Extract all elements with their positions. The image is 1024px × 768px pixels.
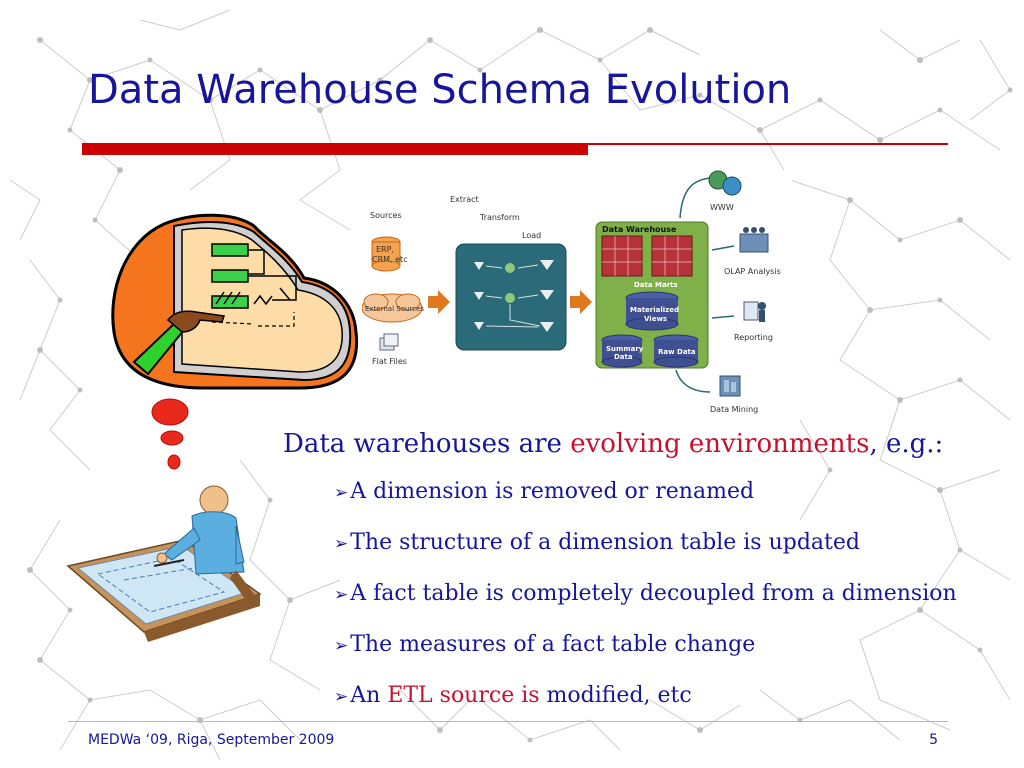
arrow-bullet-icon: ➢ [334, 483, 349, 503]
label-extract: Extract [450, 195, 479, 204]
etl-data-warehouse-diagram: Sources ERP, CRM, etc External Sources F… [362, 170, 792, 420]
title-underline-thin [588, 143, 948, 145]
arrow-to-warehouse [570, 290, 592, 314]
title-underline-thick [82, 143, 588, 155]
arrow-to-etl [428, 290, 450, 314]
footer-text: MEDWa ‘09, Riga, September 2009 [88, 732, 335, 748]
label-crm: CRM, etc [372, 255, 408, 264]
label-raw-data: Raw Data [658, 348, 696, 356]
materialized-views-cylinder-icon [625, 291, 679, 331]
bullet-text: The structure of a dimension table is up… [350, 530, 860, 555]
olap-analysis-icon [739, 227, 769, 253]
bullet-item: ➢A dimension is removed or renamed [334, 474, 957, 525]
globe-icon [708, 170, 742, 196]
bullet-item: ➢The structure of a dimension table is u… [334, 525, 957, 576]
bullet-item: ➢A fact table is completely decoupled fr… [334, 576, 957, 627]
reporting-icon [743, 301, 766, 322]
bullet-item: ➢An ETL source is modified, etc [334, 678, 957, 729]
designer-at-desk-illustration [66, 485, 262, 642]
arrow-bullet-icon: ➢ [334, 636, 349, 656]
label-materialized: Materialized [630, 306, 679, 314]
bullet-text: A dimension is removed or renamed [350, 479, 755, 504]
schema-tables-icon [211, 243, 297, 327]
bullet-text: A fact table is completely decoupled fro… [350, 581, 957, 606]
schema-thought-illustration [111, 213, 359, 390]
page-number: 5 [929, 732, 938, 748]
label-olap-analysis: OLAP Analysis [724, 267, 781, 276]
bullet-text: The measures of a fact table change [350, 632, 756, 657]
summary-data-cylinder-icon [601, 334, 643, 368]
bullet-text: An [350, 683, 388, 708]
label-sources: Sources [370, 211, 402, 220]
arrow-bullet-icon: ➢ [334, 687, 349, 707]
thought-bubbles [151, 398, 189, 470]
label-external-sources: External Sources [365, 305, 424, 313]
label-www: WWW [710, 203, 734, 212]
external-sources-cloud-icon [362, 293, 423, 323]
label-data-mining: Data Mining [710, 405, 758, 414]
label-flat-files: Flat Files [372, 357, 407, 366]
footer-divider [68, 721, 948, 722]
slide-title: Data Warehouse Schema Evolution [88, 67, 792, 113]
label-erp: ERP, [376, 245, 394, 254]
lead-sentence: Data warehouses are evolving environment… [283, 427, 943, 461]
label-reporting: Reporting [734, 333, 773, 342]
bullet-highlight: ETL source is [387, 683, 540, 708]
label-transform: Transform [479, 213, 520, 222]
label-data-warehouse: Data Warehouse [602, 225, 677, 234]
flat-files-icon [379, 333, 399, 351]
pointing-hand-icon [132, 310, 225, 376]
bullet-item: ➢The measures of a fact table change [334, 627, 957, 678]
bullet-text-end: modified, etc [539, 683, 692, 708]
lead-text: Data warehouses are [283, 429, 571, 459]
raw-data-cylinder-icon [653, 334, 699, 368]
evolution-bullet-list: ➢A dimension is removed or renamed ➢The … [334, 474, 957, 729]
label-data-marts: Data Marts [634, 281, 678, 289]
label-load: Load [522, 231, 541, 240]
erp-database-icon [371, 236, 401, 272]
label-views: Views [644, 315, 667, 323]
label-summary: Summary [606, 345, 644, 353]
data-mining-icon [719, 375, 741, 397]
data-marts-cubes-icon [601, 235, 693, 277]
lead-suffix: , e.g.: [869, 429, 944, 459]
lead-highlight: evolving environments [570, 429, 870, 459]
label-summary-data: Data [614, 353, 633, 361]
arrow-bullet-icon: ➢ [334, 534, 349, 554]
arrow-bullet-icon: ➢ [334, 585, 349, 605]
person-icon [156, 485, 260, 606]
